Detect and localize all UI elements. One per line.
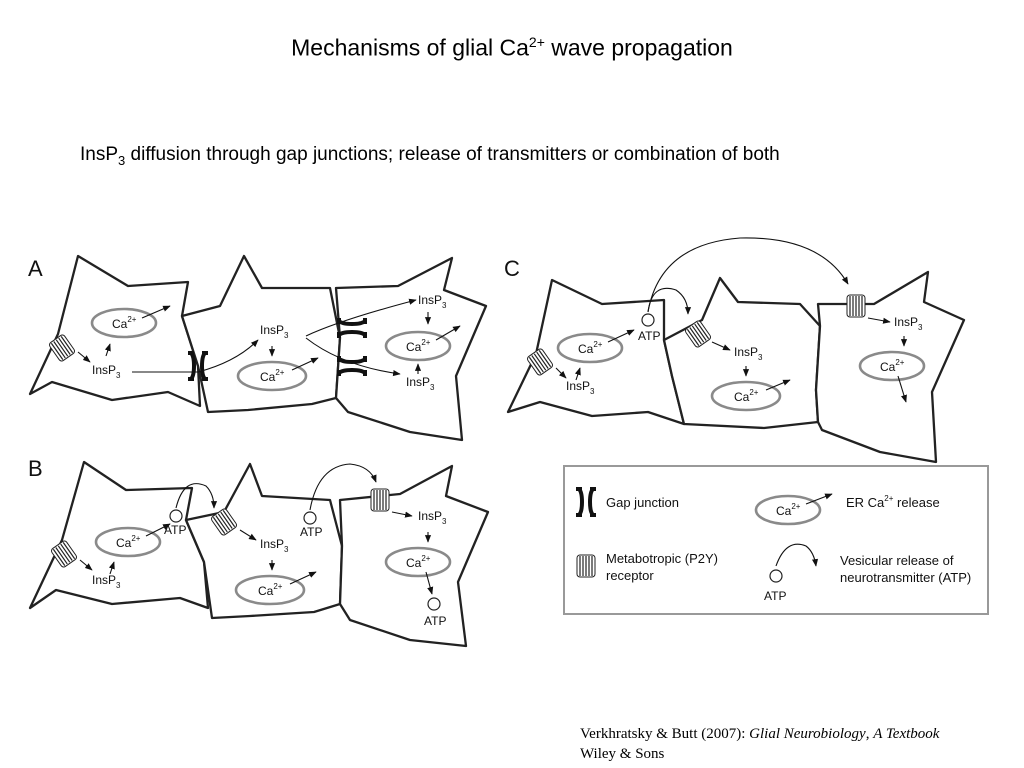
citation: Verkhratsky & Butt (2007): Glial Neurobi…	[580, 724, 939, 764]
citation-separator: ,	[865, 726, 874, 742]
legend-box	[563, 465, 989, 615]
panel-c-atp-1: ATP	[638, 329, 660, 343]
legend-er-icon	[754, 494, 822, 526]
legend-receptor-line-1: Metabotropic (P2Y)	[606, 551, 718, 566]
panel-b-ca-2: Ca2+	[258, 582, 283, 598]
legend-atp-vesicle-icon	[769, 569, 783, 583]
legend-receptor-line-2: receptor	[606, 568, 654, 583]
panel-a-ca-1: Ca2+	[112, 315, 137, 331]
subtitle-insp: InsP	[80, 144, 119, 165]
panel-b-er-1	[94, 526, 162, 558]
legend-receptor-icon	[576, 554, 596, 578]
panel-b-atp-1: ATP	[164, 523, 186, 537]
panel-a-ca-3: Ca2+	[406, 338, 431, 354]
panel-b-atp-3: ATP	[424, 614, 446, 628]
citation-line-1: Verkhratsky & Butt (2007): Glial Neurobi…	[580, 724, 939, 744]
title-superscript: 2+	[528, 34, 545, 50]
legend-gap-junction: Gap junction	[606, 495, 679, 510]
legend-gap-junction-icon	[574, 487, 598, 517]
panel-c-p2y-receptor-icon-3	[846, 294, 866, 318]
panel-b-label: B	[28, 456, 43, 481]
legend-er-ca: Ca2+	[776, 502, 801, 518]
panel-b-atp-vesicle-1	[169, 509, 183, 523]
citation-book-subtitle: A Textbook	[873, 726, 940, 742]
panel-a: Ca2+ InsP3 InsP3 Ca2+ InsP3 Ca2+ InsP3	[28, 254, 488, 442]
panel-c: Ca2+ InsP3 ATP InsP3 Ca2+ InsP3 Ca2+	[506, 237, 966, 464]
panel-c-cell-2	[662, 276, 822, 430]
panel-b-insp3-1: InsP3	[92, 573, 121, 590]
panel-b-cell-2	[184, 462, 344, 620]
legend-vesicular-line-2: neurotransmitter (ATP)	[840, 570, 971, 585]
panel-b-insp3-2: InsP3	[260, 537, 289, 554]
slide-subtitle: InsP3 diffusion through gap junctions; r…	[80, 144, 780, 168]
panel-a-er-3	[384, 330, 452, 362]
panel-b-er-2	[234, 574, 306, 606]
panel-b-er-3	[384, 546, 452, 578]
subtitle-subscript: 3	[118, 152, 126, 168]
panel-b-atp-vesicle-2	[303, 511, 317, 525]
panel-a-insp3-2: InsP3	[260, 323, 289, 340]
panel-b-p2y-receptor-icon-3	[370, 488, 390, 512]
panel-b: Ca2+ InsP3 ATP InsP3 Ca2+ ATP InsP3 Ca2+…	[28, 460, 490, 648]
panel-a-insp3-4: InsP3	[406, 375, 435, 392]
panel-c-ca-2: Ca2+	[734, 388, 759, 404]
panel-a-insp3-3: InsP3	[418, 293, 447, 310]
panel-c-er-1	[556, 332, 624, 364]
panel-a-er-2	[236, 360, 308, 392]
panel-c-ca-3: Ca2+	[880, 358, 905, 374]
panel-b-atp-2: ATP	[300, 525, 322, 539]
panel-b-ca-1: Ca2+	[116, 534, 141, 550]
panel-b-atp-vesicle-3	[427, 597, 441, 611]
title-text: Mechanisms of glial Ca	[291, 34, 529, 61]
title-text-after: wave propagation	[544, 34, 733, 61]
panel-b-insp3-3: InsP3	[418, 509, 447, 526]
legend: Gap junction Ca2+ ER Ca2+ release Metabo…	[563, 465, 989, 615]
citation-authors: Verkhratsky & Butt (2007):	[580, 726, 750, 742]
panel-c-er-3	[858, 350, 926, 382]
panel-c-ca-1: Ca2+	[578, 340, 603, 356]
panel-c-insp3-2: InsP3	[734, 345, 763, 362]
legend-vesicular-line-1: Vesicular release of	[840, 553, 954, 568]
slide-title: Mechanisms of glial Ca2+ wave propagatio…	[0, 34, 1024, 62]
citation-book-title: Glial Neurobiology	[749, 726, 866, 742]
panel-a-er-1	[90, 307, 158, 339]
legend-atp: ATP	[764, 589, 786, 603]
panel-a-insp3-1: InsP3	[92, 363, 121, 380]
subtitle-text: diffusion through gap junctions; release…	[125, 144, 780, 165]
panel-c-atp-vesicle-1	[641, 313, 655, 327]
panel-c-insp3-1: InsP3	[566, 379, 595, 396]
panel-b-ca-3: Ca2+	[406, 554, 431, 570]
panel-c-insp3-3: InsP3	[894, 315, 923, 332]
citation-publisher: Wiley & Sons	[580, 746, 665, 762]
panel-c-er-2	[710, 380, 782, 412]
legend-er-release: ER Ca2+ release	[846, 494, 940, 510]
panel-a-ca-2: Ca2+	[260, 368, 285, 384]
panel-c-label: C	[504, 256, 520, 281]
panel-a-label: A	[28, 256, 43, 281]
